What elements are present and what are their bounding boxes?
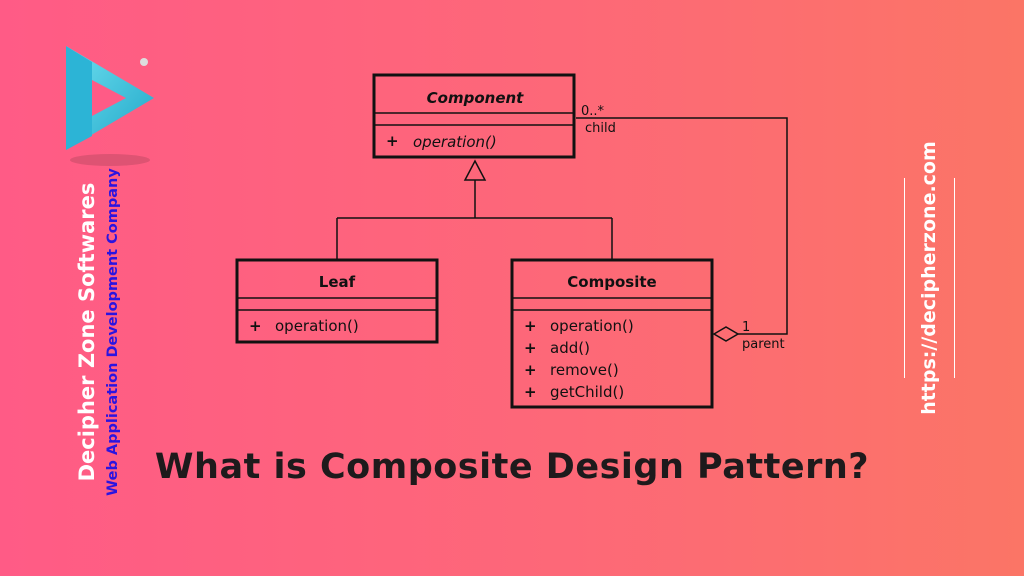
composite-op-sign: + — [524, 339, 537, 357]
component-class-box — [372, 73, 576, 159]
composite-op-sign: + — [524, 361, 537, 379]
composite-remove: remove() — [550, 361, 619, 379]
logo-icon — [66, 46, 154, 166]
aggregation-line — [576, 117, 788, 335]
component-class-name: Component — [427, 89, 525, 107]
inheritance-arrow-icon — [463, 159, 487, 181]
composite-add: add() — [550, 339, 590, 357]
aggregation-diamond-icon — [712, 326, 740, 342]
composite-op-sign: + — [524, 383, 537, 401]
composite-op-sign: + — [524, 317, 537, 335]
parent-role: parent — [742, 337, 785, 352]
divider-line-right — [954, 178, 955, 378]
page-title: What is Composite Design Pattern? — [154, 447, 870, 487]
composite-class-name: Composite — [567, 273, 656, 291]
leaf-op-sign: + — [249, 317, 262, 335]
composite-operation: operation() — [550, 317, 634, 335]
leaf-class-name: Leaf — [319, 273, 356, 291]
composite-getchild: getChild() — [550, 383, 624, 401]
leaf-operation: operation() — [275, 317, 359, 335]
parent-multiplicity: 1 — [742, 320, 750, 335]
child-multiplicity: 0..* — [581, 104, 605, 119]
component-operation: operation() — [413, 133, 497, 151]
component-op-sign: + — [386, 132, 399, 150]
child-role: child — [585, 121, 616, 136]
divider-line-left — [904, 178, 905, 378]
